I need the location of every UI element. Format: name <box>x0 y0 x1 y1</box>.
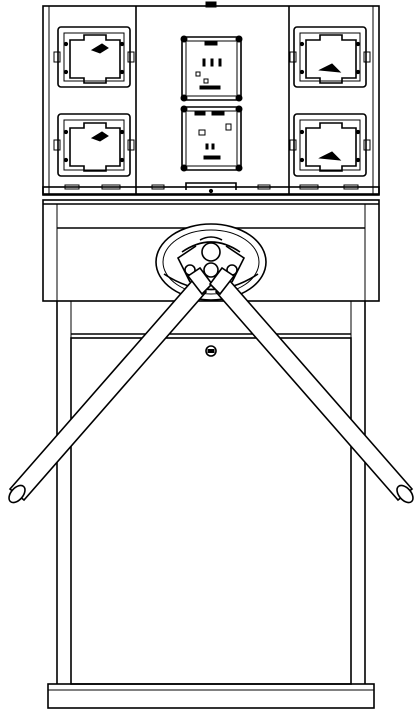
mounting-plate-top-right <box>289 26 371 88</box>
mounting-plate-bottom-right <box>289 113 371 177</box>
mounting-plate-top-left <box>53 26 135 88</box>
control-box <box>42 1 380 196</box>
mounting-plate-bottom-left <box>53 113 135 177</box>
lock-keyhole-icon <box>205 345 217 357</box>
control-board-upper <box>180 35 243 102</box>
tripod-arm-right <box>208 266 414 504</box>
control-board-lower <box>180 105 243 172</box>
pedestal-body <box>47 301 375 709</box>
tripod-arm-left <box>8 266 214 504</box>
rotor-hub <box>155 223 267 301</box>
